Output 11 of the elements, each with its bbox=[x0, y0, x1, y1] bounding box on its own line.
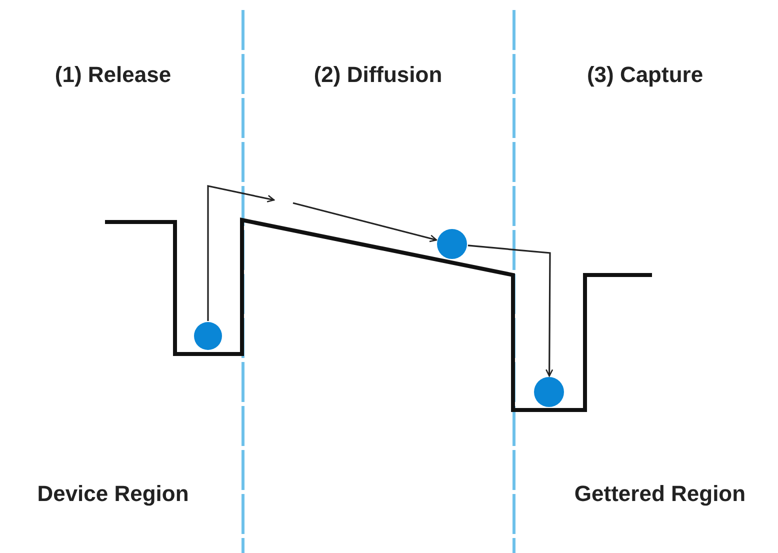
region-label: Gettered Region bbox=[574, 481, 746, 507]
impurity-particle bbox=[534, 377, 564, 407]
arrow bbox=[468, 244, 554, 377]
impurity-particle bbox=[194, 322, 222, 350]
impurity-particle bbox=[437, 229, 467, 259]
arrow bbox=[207, 185, 275, 321]
stage-label: (1) Release bbox=[54, 62, 172, 88]
arrow bbox=[292, 202, 438, 242]
stage-label: (3) Capture bbox=[586, 62, 704, 88]
region-label: Device Region bbox=[37, 481, 189, 507]
stage-label: (2) Diffusion bbox=[314, 62, 442, 88]
